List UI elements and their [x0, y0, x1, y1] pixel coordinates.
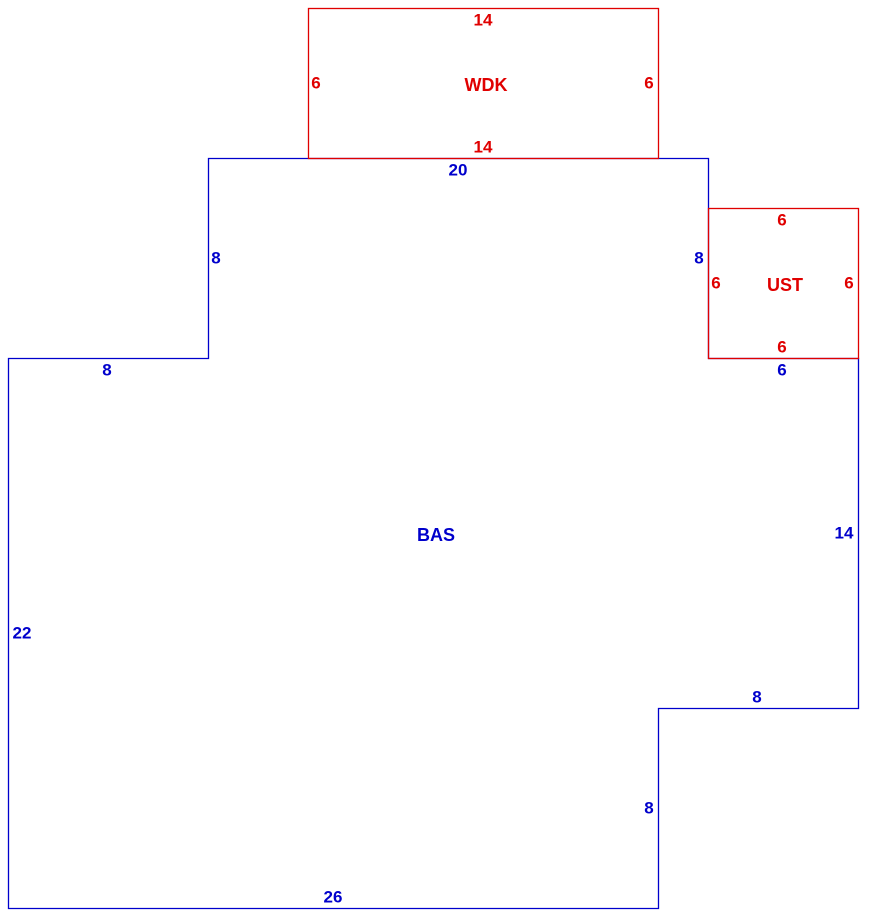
ust-dim-right: 6	[844, 273, 853, 292]
bas-dim-bottom: 26	[324, 887, 343, 906]
wdk-dim-right: 6	[644, 73, 653, 92]
ust-dim-top: 6	[777, 210, 786, 229]
bas-dim-left-step-top: 8	[102, 360, 111, 379]
bas-dim-right: 14	[835, 523, 854, 542]
bas-dim-top: 20	[449, 160, 468, 179]
bas-label: BAS	[417, 525, 455, 545]
bas-dim-bottom-step: 8	[752, 687, 761, 706]
ust-label: UST	[767, 275, 803, 295]
bas-dim-bottom-step-side: 8	[644, 798, 653, 817]
wdk-dim-left: 6	[311, 73, 320, 92]
wdk-dim-bottom: 14	[474, 137, 493, 156]
wdk-dim-top: 14	[474, 10, 493, 29]
ust-dim-left: 6	[711, 273, 720, 292]
bas-dim-right-upper: 8	[694, 248, 703, 267]
bas-dim-left-step-side: 8	[211, 248, 220, 267]
wdk-label: WDK	[465, 75, 508, 95]
bas-dim-left: 22	[13, 623, 32, 642]
wdk-outline[interactable]	[307, 7, 660, 160]
ust-outline[interactable]	[707, 207, 860, 360]
ust-dim-bottom: 6	[777, 337, 786, 356]
bas-dim-right-step: 6	[777, 360, 786, 379]
